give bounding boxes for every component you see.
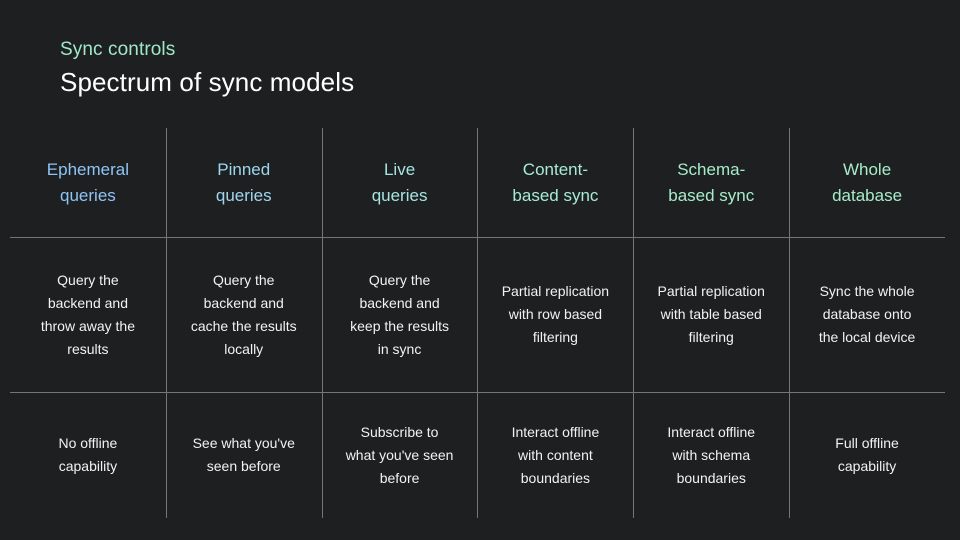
description-text-5: Sync the whole database onto the local d… [818,283,916,345]
description-text-1: Query the backend and cache the results … [190,271,297,357]
column-header-label-5: Whole database [832,159,903,205]
page-title: Spectrum of sync models [60,67,355,97]
offline-text-5: Full offline capability [835,435,899,474]
sync-models-table: Ephemeral queries Pinned queries Live qu… [10,128,945,518]
description-text-2: Query the backend and keep the results i… [350,271,449,357]
offline-cell: Interact offline with content boundaries [477,392,633,518]
offline-cell: Full offline capability [789,392,945,518]
column-header-label-2: Live queries [371,159,428,205]
description-cell: Query the backend and throw away the res… [10,237,166,392]
offline-cell: Subscribe to what you've seen before [321,392,478,518]
offline-cell: Interact offline with schema boundaries [633,392,789,518]
description-text-0: Query the backend and throw away the res… [40,271,135,357]
eyebrow-label: Sync controls [60,39,176,60]
offline-text-2: Subscribe to what you've seen before [345,423,454,486]
column-header-cell: Ephemeral queries [10,128,166,237]
description-cell: Partial replication with row based filte… [477,237,633,392]
column-header-label-4: Schema- based sync [668,159,755,205]
offline-text-4: Interact offline with schema boundaries [667,423,756,486]
description-cell: Query the backend and cache the results … [165,237,322,392]
column-header-cell: Schema- based sync [633,128,789,237]
column-header-cell: Whole database [789,128,945,237]
description-text-4: Partial replication with table based fil… [657,283,765,345]
slide-header: Sync controls Spectrum of sync models [60,38,354,99]
column-header-cell: Pinned queries [165,128,322,237]
offline-text-0: No offline capability [58,435,118,474]
offline-text-1: See what you've seen before [192,435,295,474]
offline-cell: No offline capability [10,392,166,518]
column-header-cell: Live queries [321,128,478,237]
column-header-label-1: Pinned queries [215,159,272,205]
offline-text-3: Interact offline with content boundaries [511,423,600,486]
description-cell: Partial replication with table based fil… [633,237,789,392]
column-header-label-3: Content- based sync [512,159,599,205]
column-header-cell: Content- based sync [477,128,633,237]
offline-cell: See what you've seen before [165,392,322,518]
description-cell: Query the backend and keep the results i… [321,237,478,392]
description-cell: Sync the whole database onto the local d… [789,237,945,392]
description-text-3: Partial replication with row based filte… [501,283,610,345]
column-header-label-0: Ephemeral queries [46,159,130,205]
